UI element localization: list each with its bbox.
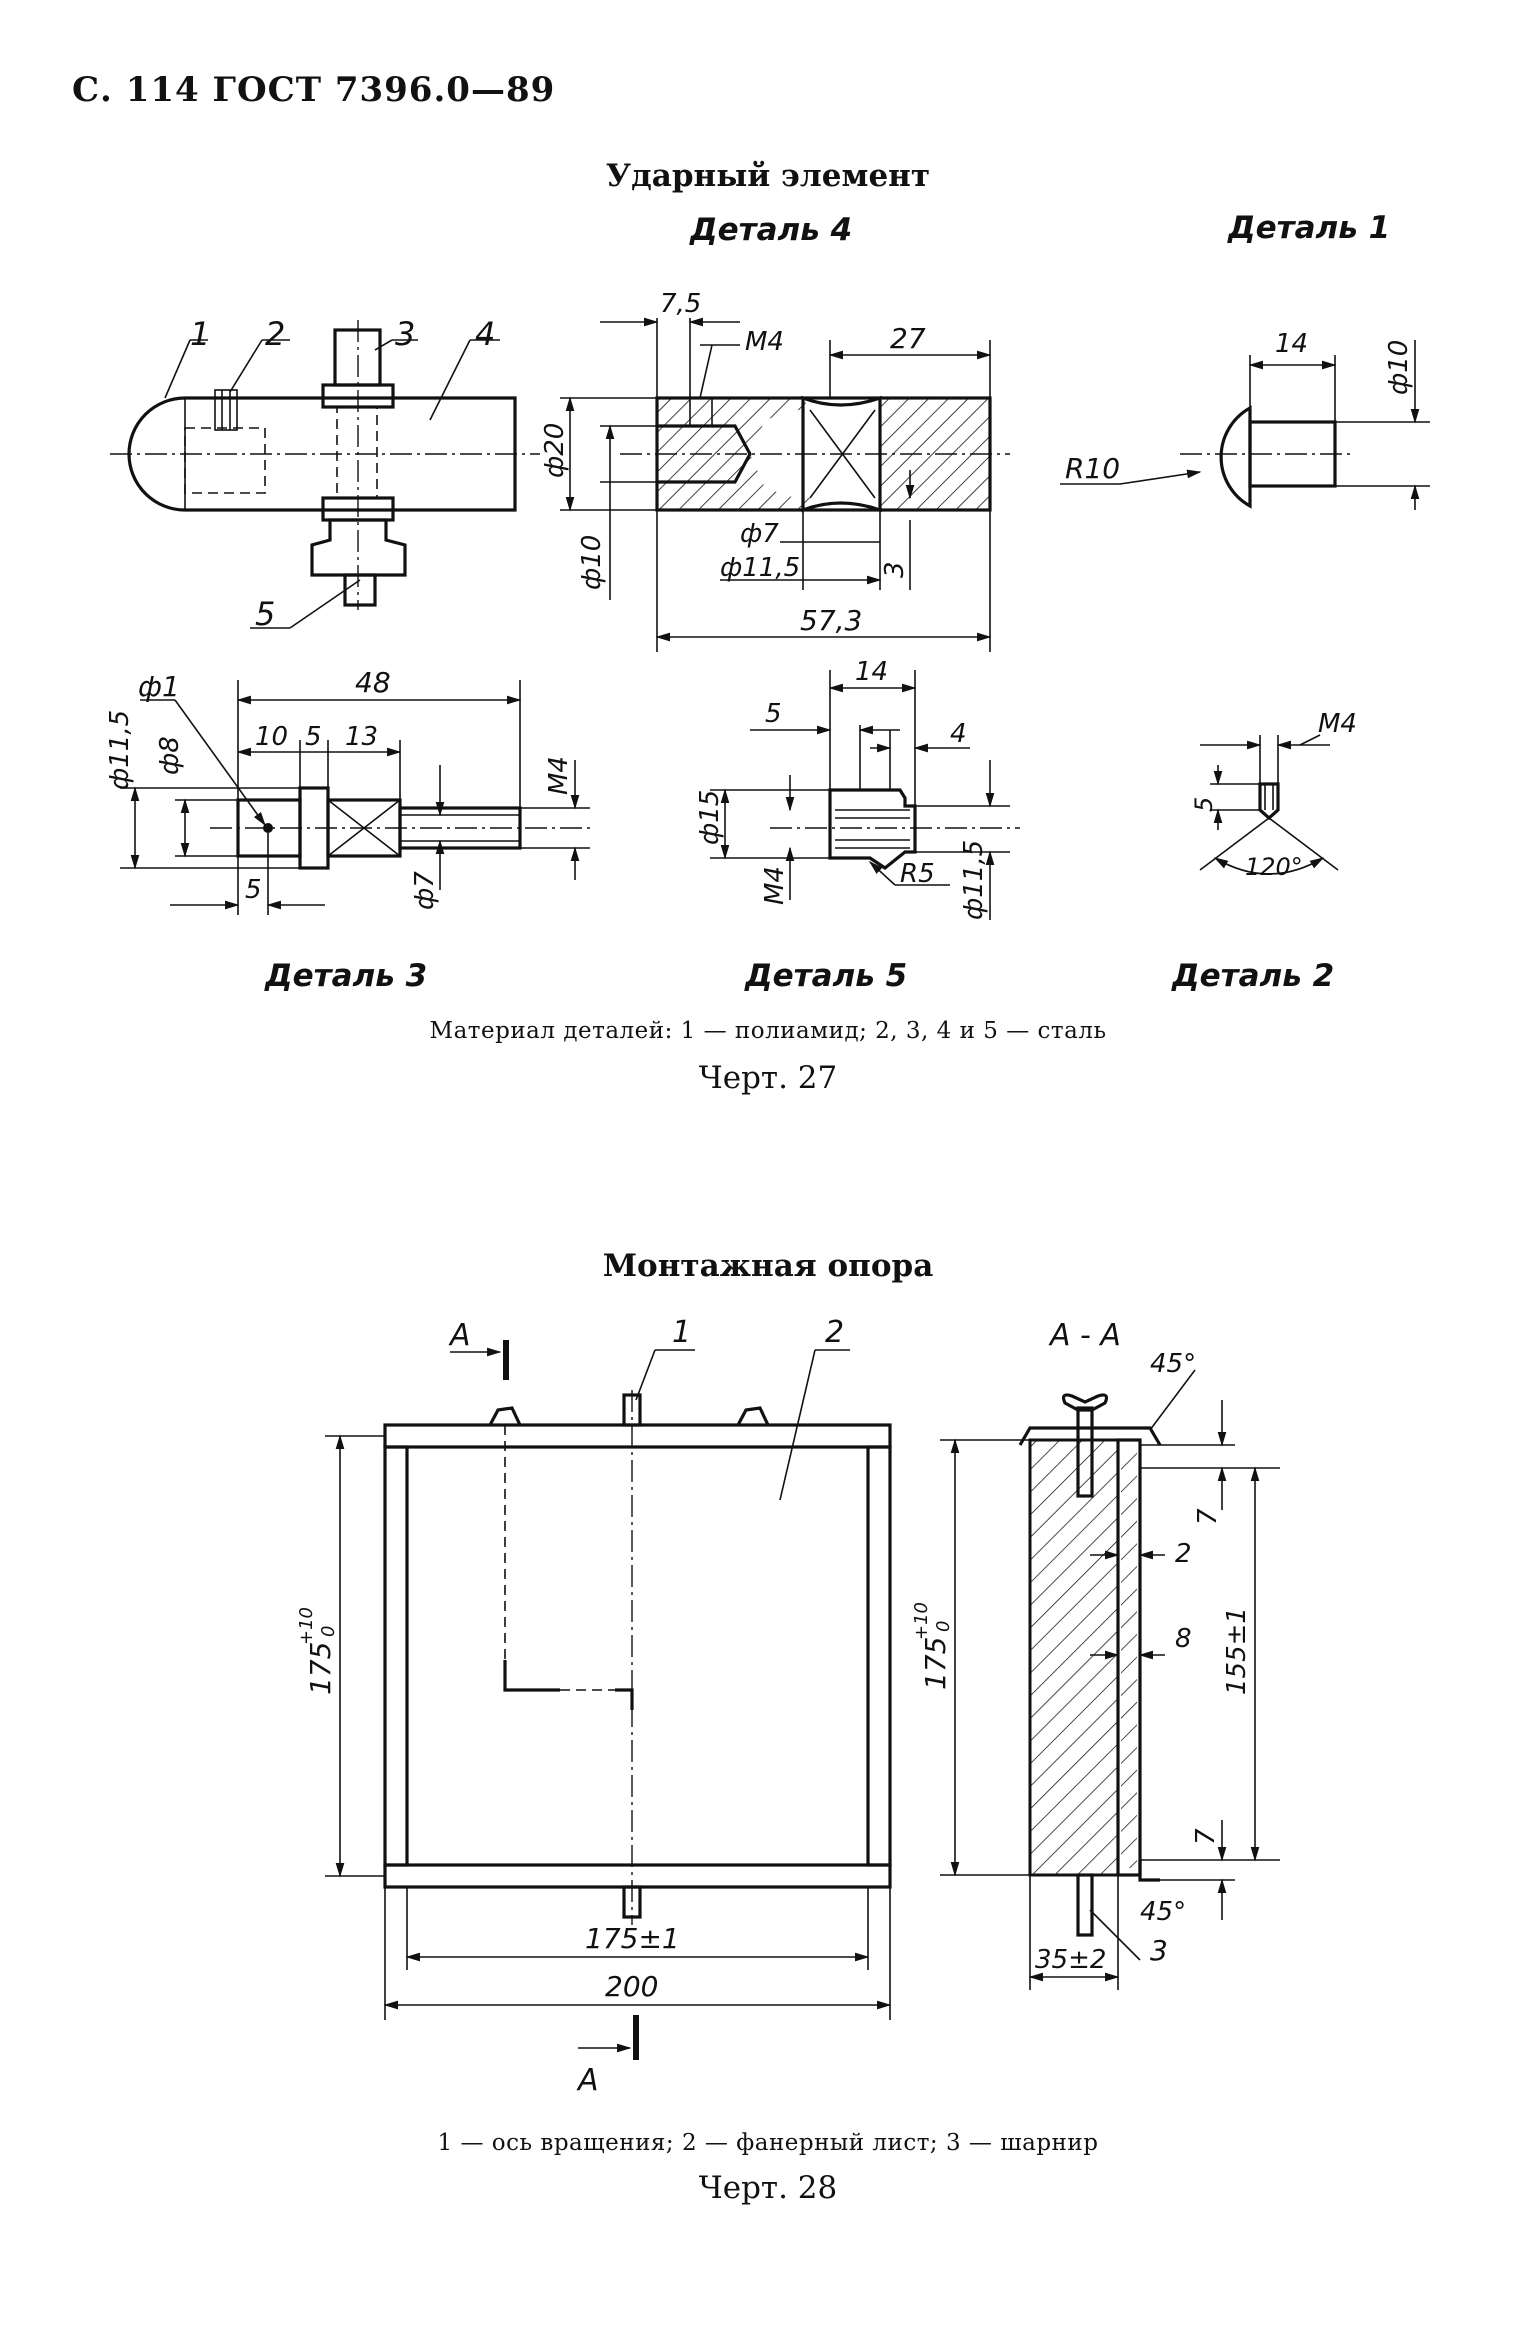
section-title: А - А [1048,1318,1121,1353]
detail-5-label: Деталь 5 [745,958,908,994]
d4-dim-phi11-5: ф11,5 [720,553,800,583]
section-dim-gap-bottom: 7 [1191,1828,1221,1845]
front-dim-height-tol-lower: 0 [318,1626,339,1637]
mounting-support-section-view: А - А 175 +10 0 7 45° 2 8 155±1 7 45° [911,1318,1280,1990]
fig28-drawing: А А 1 2 175 +10 0 175±1 200 А - А [296,1315,1280,2098]
mounting-support-front-view: А А 1 2 175 +10 0 175±1 200 [296,1315,892,2098]
page-header: С. 114 ГОСТ 7396.0—89 [72,70,556,110]
d3-dim-m4: М4 [544,756,574,795]
section-mark-a-bottom: А [576,2063,599,2098]
d4-dim-27: 27 [890,322,926,355]
front-dim-175: 175±1 [585,1922,680,1955]
detail-4-label: Деталь 4 [690,212,853,248]
d5-dim-5: 5 [765,699,782,729]
d5-dim-m4: М4 [760,866,790,905]
d5-dim-phi15: ф15 [695,790,725,845]
front-label-1: 1 [672,1315,691,1350]
detail-3-label: Деталь 3 [265,958,428,994]
detail-5-drawing: 14 5 4 ф15 М4 R5 ф11,5 [695,657,1020,920]
detail-4-drawing: 7,5 М4 27 ф20 ф10 ф7 ф11,5 3 57,3 [540,289,1010,652]
d3-dim-10: 10 [255,722,288,752]
assembly-label-2: 2 [265,315,285,353]
section-mark-a-top: А [448,1318,471,1353]
front-dim-200: 200 [605,1970,658,2003]
d4-dim-m4: М4 [745,327,784,357]
d1-dim-14: 14 [1275,329,1308,359]
section-dim-angle-top: 45° [1150,1349,1196,1379]
assembly-label-3: 3 [395,315,415,353]
d4-dim-phi10: ф10 [577,535,607,590]
section-dim-angle-bottom: 45° [1140,1897,1186,1927]
d3-dim-phi11-5: ф11,5 [105,710,135,790]
section-label-3: 3 [1150,1934,1168,1967]
d3-dim-5b: 5 [245,875,262,905]
section-dim-35: 35±2 [1035,1945,1106,1975]
fig27-title: Ударный элемент [605,158,931,194]
d1-dim-r10: R10 [1065,452,1120,485]
d3-dim-13: 13 [345,722,378,752]
d3-dim-phi1: ф1 [138,670,180,703]
assembly-label-4: 4 [475,315,495,353]
d4-dim-57-3: 57,3 [800,604,862,637]
fig27-material-note: Материал деталей: 1 — полиамид; 2, 3, 4 … [429,1018,1107,1044]
d3-dim-48: 48 [355,666,391,699]
assembly-label-5: 5 [255,595,275,633]
front-dim-height-tol-upper: +10 [296,1607,317,1645]
fig27-caption: Черт. 27 [698,1060,838,1096]
d4-dim-7-5: 7,5 [660,289,701,319]
assembly-label-1: 1 [190,315,210,353]
detail-1-drawing: 14 ф10 R10 [1060,329,1430,510]
d4-dim-3: 3 [880,561,910,578]
section-dim-thk-2: 2 [1175,1539,1192,1569]
d5-dim-14: 14 [855,657,888,687]
detail-2-drawing: М4 5 120° [1190,709,1357,881]
d3-dim-phi7: ф7 [410,871,440,910]
front-dim-height: 175 [304,1642,337,1695]
section-dim-height-tol-upper: +10 [911,1602,932,1640]
front-label-2: 2 [825,1315,844,1350]
section-dim-155: 155±1 [1222,1607,1252,1695]
d4-dim-phi20: ф20 [540,423,570,478]
detail-2-label: Деталь 2 [1172,958,1335,994]
fig27-drawing: 1 2 3 4 5 7,5 М4 27 ф20 ф10 ф7 ф11,5 [105,289,1430,920]
section-dim-thk-8: 8 [1175,1624,1192,1654]
d4-dim-phi7: ф7 [740,519,779,549]
detail-1-label: Деталь 1 [1228,210,1391,246]
d5-dim-phi11-5: ф11,5 [959,840,989,920]
impact-element-assembly: 1 2 3 4 5 [110,315,540,633]
detail-3-drawing: 48 ф1 10 5 13 ф11,5 ф8 М4 5 ф7 [105,666,590,915]
d5-dim-r5: R5 [900,859,935,889]
d2-dim-120: 120° [1245,853,1303,881]
d1-dim-phi10: ф10 [1384,340,1414,395]
d3-dim-phi8: ф8 [155,736,185,775]
fig28-caption: Черт. 28 [698,2170,838,2206]
section-dim-gap-top: 7 [1193,1508,1223,1525]
d2-dim-m4: М4 [1318,709,1357,739]
d3-dim-5: 5 [305,722,322,752]
fig28-title: Монтажная опора [602,1248,934,1284]
section-dim-height: 175 [919,1637,952,1690]
d5-dim-4: 4 [950,719,967,749]
section-dim-height-tol-lower: 0 [933,1621,954,1632]
fig28-legend: 1 — ось вращения; 2 — фанерный лист; 3 —… [437,2130,1099,2156]
d2-dim-5: 5 [1190,797,1218,812]
